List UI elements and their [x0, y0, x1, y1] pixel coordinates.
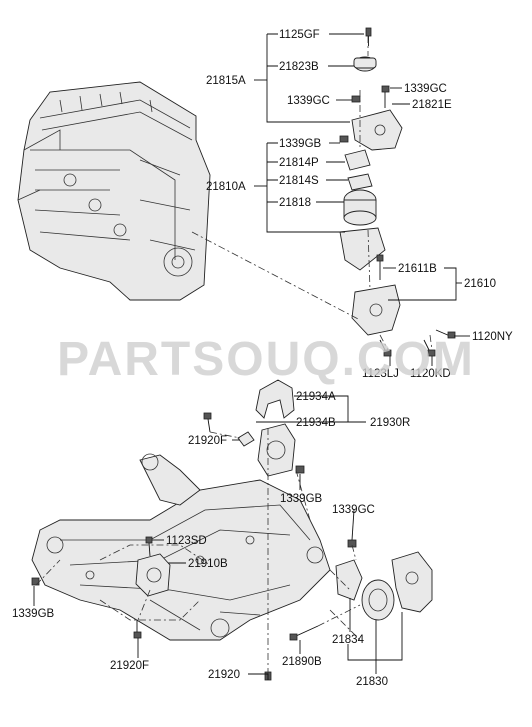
rear-roll-mount-parts: [264, 539, 433, 681]
label-21810a[interactable]: 21810A: [206, 181, 246, 193]
label-1123lj[interactable]: 1123LJ: [362, 368, 399, 380]
label-21934b[interactable]: 21934B: [296, 417, 336, 429]
leader-lines: [33, 33, 470, 680]
label-1339gb[interactable]: 1339GB: [279, 138, 322, 150]
label-1339gb[interactable]: 1339GB: [12, 608, 55, 620]
label-21920f[interactable]: 21920F: [188, 435, 227, 447]
label-1125gf[interactable]: 1125GF: [279, 29, 320, 41]
label-21814s[interactable]: 21814S: [279, 175, 319, 187]
label-1123sd[interactable]: 1123SD: [166, 535, 207, 547]
part-labels: 1125GF 21823B 21815A 1339GC 1339GC 21821…: [12, 29, 513, 688]
label-21834[interactable]: 21834: [332, 634, 365, 646]
label-21920f[interactable]: 21920F: [110, 660, 149, 672]
label-21814p[interactable]: 21814P: [279, 157, 319, 169]
label-21610[interactable]: 21610: [464, 278, 496, 290]
label-21934a[interactable]: 21934A: [296, 391, 336, 403]
label-1339gc[interactable]: 1339GC: [332, 504, 375, 516]
label-21823b[interactable]: 21823B: [279, 61, 319, 73]
front-roll-mount-parts: [31, 536, 171, 639]
upper-mount-parts: [339, 27, 456, 357]
label-21818[interactable]: 21818: [279, 197, 311, 209]
label-21890b[interactable]: 21890B: [282, 656, 322, 668]
dashed-guides: [35, 36, 433, 680]
transmission-mount-parts: [203, 379, 305, 477]
subframe: [31, 453, 331, 641]
label-1339gb[interactable]: 1339GB: [280, 493, 323, 505]
label-21611b[interactable]: 21611B: [398, 263, 437, 275]
label-1339gc[interactable]: 1339GC: [404, 83, 447, 95]
label-1339gc[interactable]: 1339GC: [287, 95, 330, 107]
label-21815a[interactable]: 21815A: [206, 75, 246, 87]
label-1120kd[interactable]: 1120KD: [410, 368, 451, 380]
label-21920[interactable]: 21920: [208, 669, 240, 681]
label-21910b[interactable]: 21910B: [188, 558, 228, 570]
label-21821e[interactable]: 21821E: [412, 99, 452, 111]
label-21830[interactable]: 21830: [356, 676, 388, 688]
label-21930r[interactable]: 21930R: [370, 417, 410, 429]
engine-block: [17, 81, 211, 301]
label-1120ny[interactable]: 1120NY: [472, 331, 513, 343]
